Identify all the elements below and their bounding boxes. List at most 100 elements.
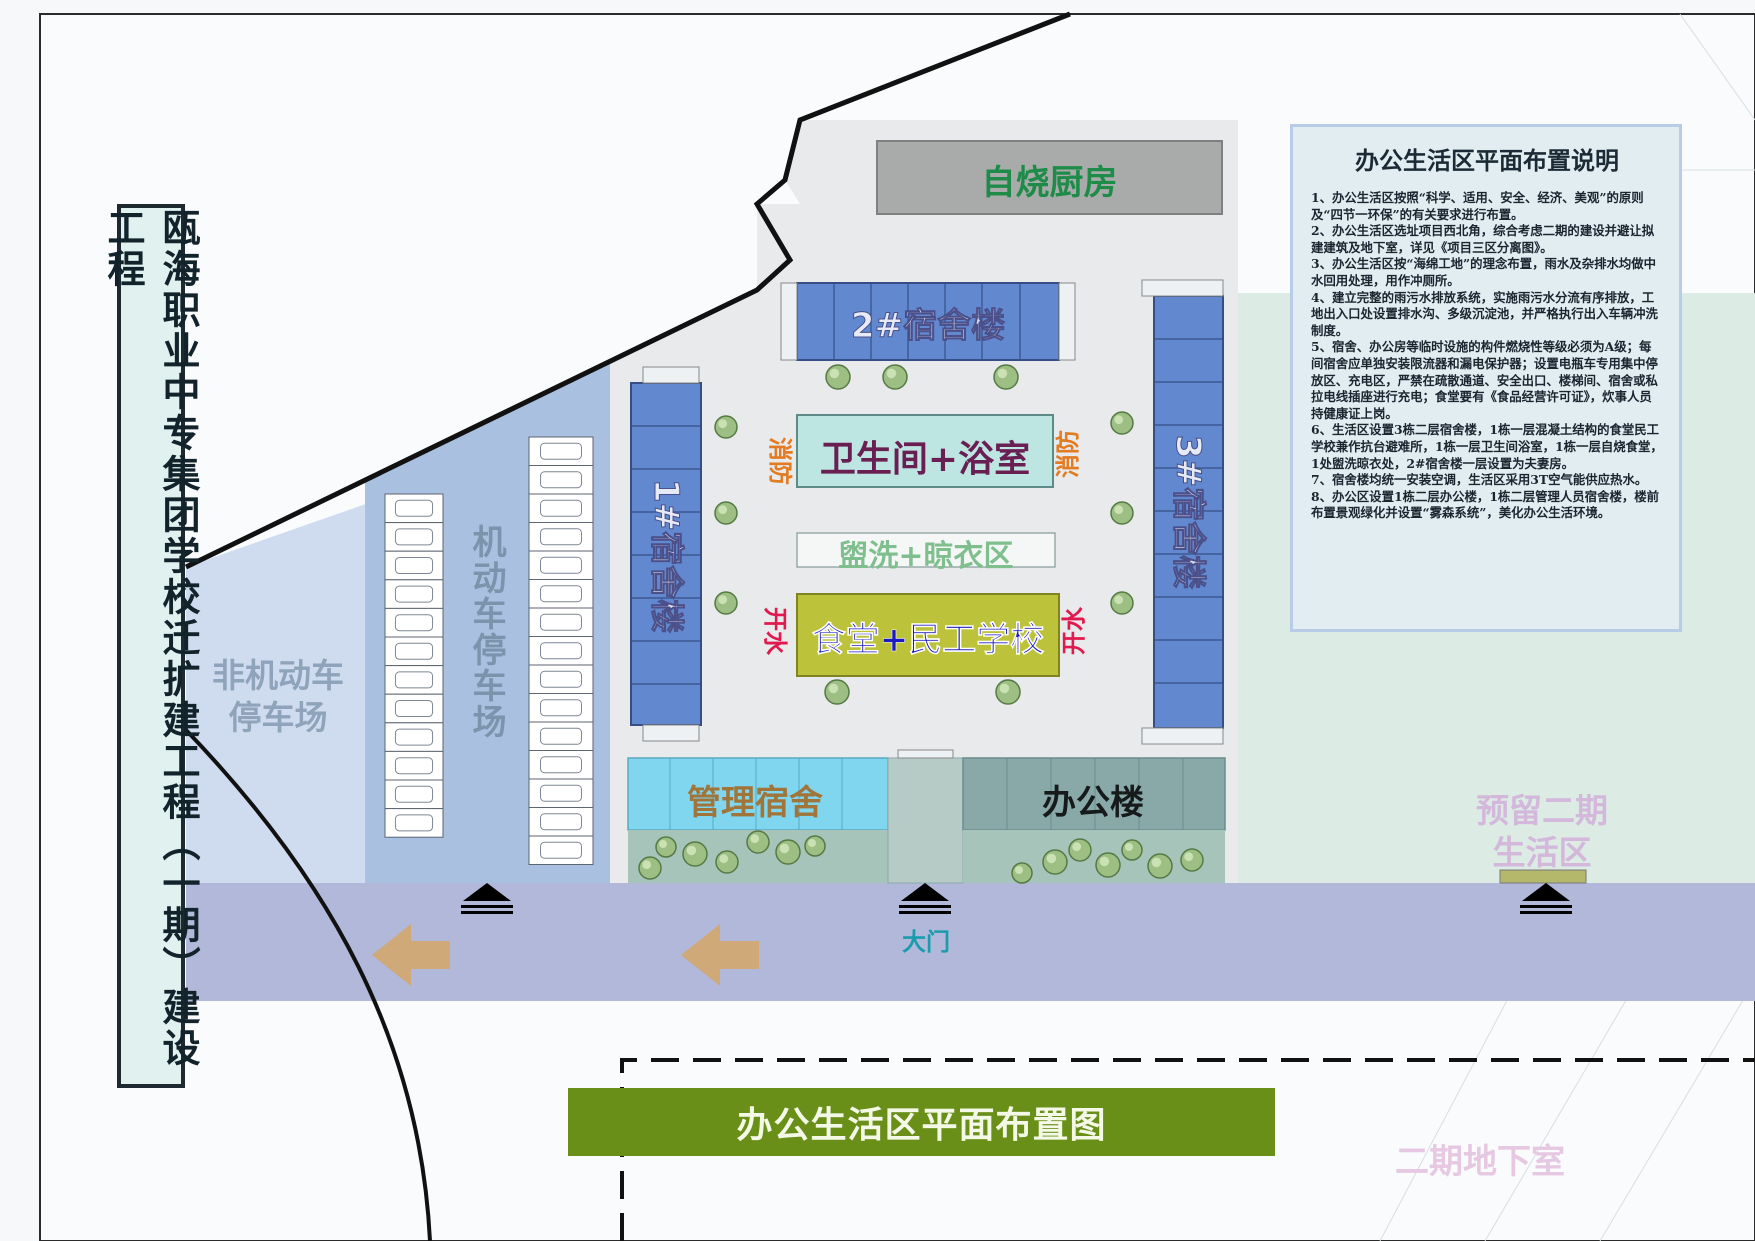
notes-item: 1、办公生活区按照“科学、适用、安全、经济、美观”的原则及“四节一环保”的有关要… — [1311, 190, 1644, 222]
dorm1-dividers — [631, 425, 701, 685]
tree-highlight — [1125, 843, 1133, 851]
parking-slot — [528, 636, 594, 666]
parking-slot — [528, 579, 594, 609]
tree-icon — [1110, 591, 1134, 615]
tree-highlight — [828, 683, 839, 694]
tree-highlight — [1046, 853, 1057, 864]
tree-icon — [993, 364, 1019, 390]
water-label-left: 开水 — [761, 607, 789, 655]
car-icon — [540, 585, 582, 603]
tree-highlight — [999, 683, 1010, 694]
gate-arrow-icon — [901, 883, 949, 901]
dorm3-stair-top — [1141, 279, 1224, 297]
notes-item: 5、宿舍、办公房等临时设施的构件燃烧性等级必须为A级；每间宿舍应单独安装限流器和… — [1311, 339, 1658, 421]
dorm3-stair-bottom — [1141, 727, 1224, 745]
car-icon — [540, 841, 582, 859]
parking-slots-right — [528, 436, 594, 865]
car-icon — [540, 499, 582, 517]
tree-icon — [1068, 838, 1092, 862]
tree-highlight — [659, 840, 667, 848]
car-icon — [394, 614, 434, 632]
car-icon — [540, 670, 582, 688]
tree-icon — [775, 839, 801, 865]
notes-item: 2、办公生活区选址项目西北角，综合考虑二期的建设并避让拟建建筑及地下室，详见《项… — [1311, 223, 1655, 255]
tree-icon — [714, 501, 738, 525]
tree-icon — [715, 850, 739, 874]
tree-highlight — [1114, 595, 1124, 605]
car-icon — [394, 785, 434, 803]
tree-highlight — [886, 368, 897, 379]
tree-highlight — [808, 839, 816, 847]
tree-highlight — [779, 843, 790, 854]
car-icon — [540, 442, 582, 460]
car-icon — [540, 613, 582, 631]
dorm2-stair-right — [1058, 282, 1076, 361]
notes-item: 3、办公生活区按“海绵工地”的理念布置，雨水及杂排水均做中水回用处理，用作冲厕所… — [1311, 256, 1657, 288]
parking-slot — [528, 436, 594, 466]
gate-bar — [899, 911, 951, 914]
dorm1-label: 1#宿舍楼 — [646, 478, 687, 634]
tree-highlight — [1099, 856, 1110, 867]
car-icon — [394, 814, 434, 832]
parking-slot — [384, 722, 444, 752]
dorm2-label: 2#宿舍楼 — [850, 306, 1006, 347]
parking-slot — [528, 778, 594, 808]
tree-icon — [882, 364, 908, 390]
parking-slot — [528, 664, 594, 694]
car-icon — [540, 699, 582, 717]
parking-slot — [384, 493, 444, 524]
tree-icon — [714, 415, 738, 439]
dorm2-stair-left — [780, 282, 798, 361]
tree-highlight — [1015, 866, 1023, 874]
reserved-zone-label: 预留二期生活区 — [1476, 791, 1608, 872]
gate-bar — [461, 905, 513, 908]
notes-list: 1、办公生活区按照“科学、适用、安全、经济、美观”的原则及“四节一环保”的有关要… — [1311, 190, 1663, 522]
parking-slot — [384, 779, 444, 810]
car-icon — [394, 585, 434, 603]
tree-icon — [655, 836, 677, 858]
parking-slot — [528, 493, 594, 523]
parking-slot — [528, 750, 594, 780]
tree-highlight — [718, 419, 728, 429]
car-icon — [394, 699, 434, 718]
parking-slot — [528, 693, 594, 723]
fire-label-left: 消防 — [766, 437, 794, 485]
plan-title-banner: 办公生活区平面布置图 — [568, 1088, 1275, 1156]
trees — [638, 364, 1204, 884]
wash-dry-area — [796, 532, 1056, 568]
left-arrow-icon — [372, 924, 450, 986]
gate-passage-top — [897, 749, 954, 759]
tree-highlight — [718, 505, 728, 515]
notes-title: 办公生活区平面布置说明 — [1355, 147, 1619, 175]
camp-area — [610, 120, 1238, 883]
dorm3-label: 3#宿舍楼 — [1168, 434, 1209, 590]
project-title-box: 瓯海职业中专集团学校迁扩建工程（一期）建设工程 — [101, 204, 200, 1088]
car-icon — [394, 728, 434, 746]
kitchen-building — [876, 140, 1223, 215]
plan-title: 办公生活区平面布置图 — [736, 1105, 1107, 1146]
notes-item: 7、宿舍楼均统一安装空调，生活区采用3T空气能供应热水。 — [1311, 472, 1648, 488]
tree-icon — [1147, 853, 1173, 879]
parking-slot — [384, 579, 444, 609]
car-icon — [540, 756, 582, 774]
site-boundary-line — [184, 11, 1071, 570]
tree-highlight — [1114, 415, 1124, 425]
parking-slots-left — [384, 493, 444, 838]
gate-bar — [899, 905, 951, 908]
parking-slot — [384, 808, 444, 838]
car-icon — [540, 727, 582, 745]
tree-icon — [746, 830, 770, 854]
tree-icon — [1095, 852, 1121, 878]
tree-highlight — [686, 845, 697, 856]
tree-icon — [638, 856, 662, 880]
gate-bar — [1520, 911, 1572, 914]
car-icon — [394, 642, 434, 660]
car-icon — [540, 642, 582, 660]
project-title: 瓯海职业中专集团学校迁扩建工程（一期）建设工程 — [101, 208, 200, 1069]
dorm1-stair-top — [642, 366, 700, 384]
reserved-zone-marker — [1499, 869, 1587, 884]
tree-icon — [804, 835, 826, 857]
gate-bar — [1520, 905, 1572, 908]
parking-slot — [528, 465, 594, 495]
